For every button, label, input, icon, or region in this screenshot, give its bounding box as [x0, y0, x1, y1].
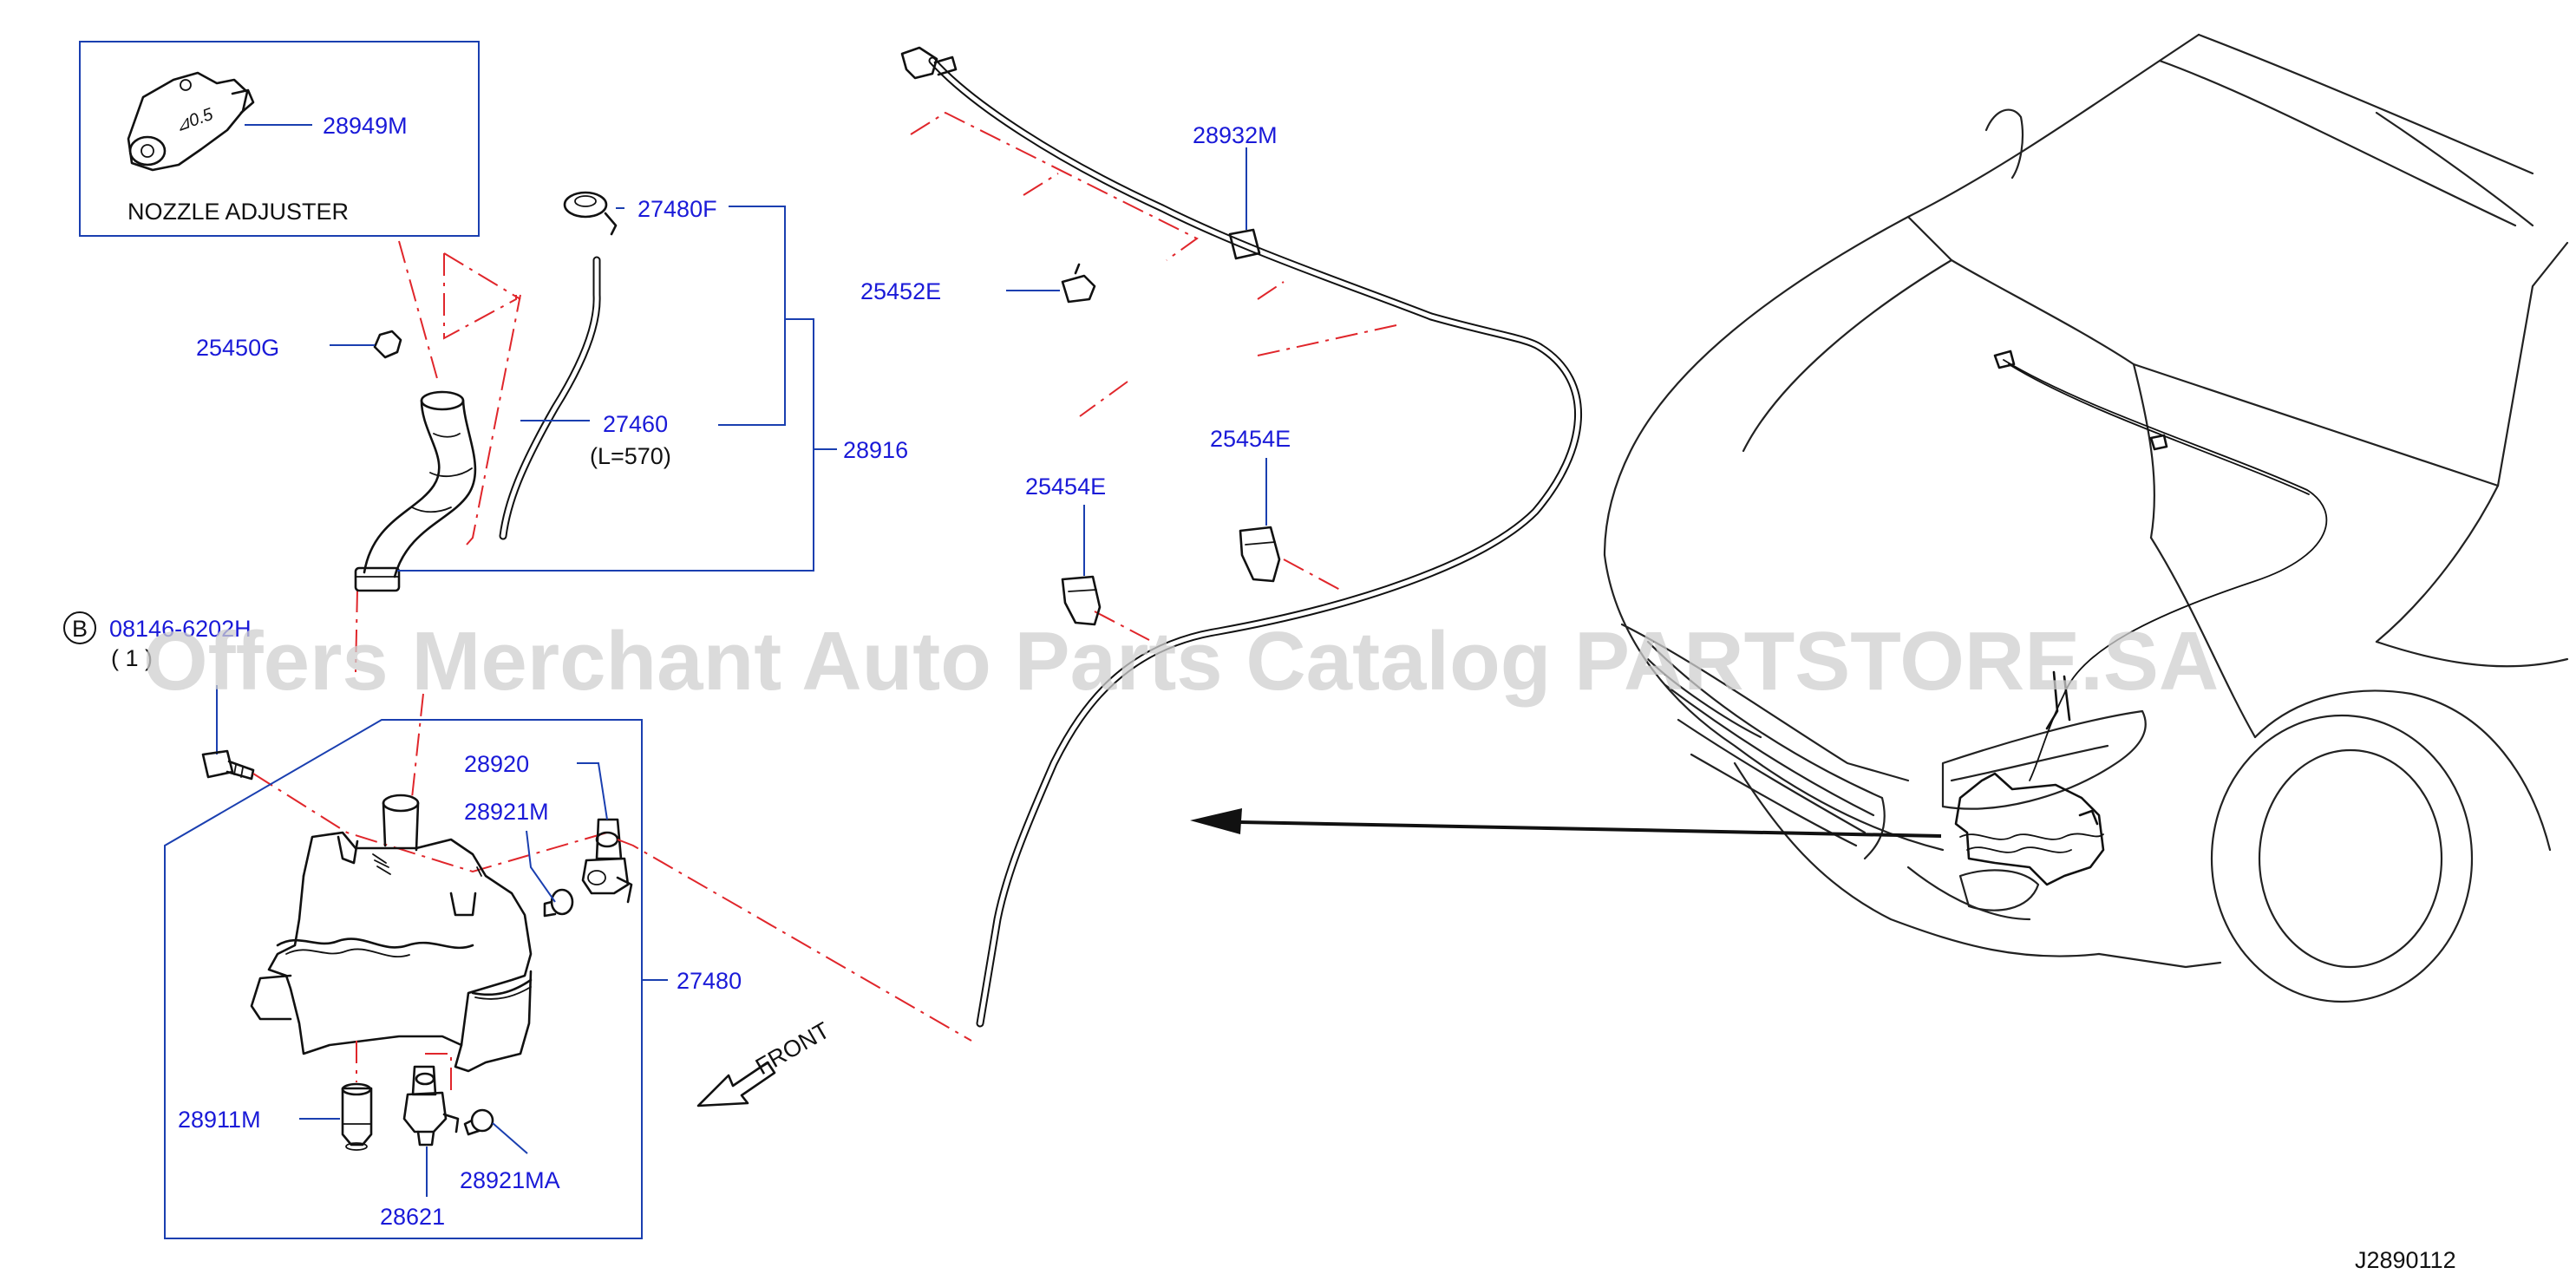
pump-28621-icon: [402, 1065, 460, 1147]
clip-25452E-icon: [1061, 263, 1096, 304]
cap-25450G-icon: [330, 330, 402, 359]
pump-28920-icon: [581, 818, 633, 904]
filler-neck-group: 25450G 27480F 27460: [196, 191, 908, 799]
svg-text:⊿0.5: ⊿0.5: [173, 104, 216, 135]
bolt-group: B 08146-6202H ( 1 ): [63, 611, 608, 873]
part-label-28911M: 28911M: [178, 1107, 261, 1133]
filler-neck-icon: [354, 390, 477, 592]
bolt-part-number: 08146-6202H: [109, 616, 252, 642]
bolt-circle-letter: B: [72, 616, 88, 642]
front-label: FRONT: [751, 1017, 834, 1080]
part-label-27480F: 27480F: [637, 196, 717, 222]
car-reservoir-icon: [1954, 670, 2105, 886]
part-label-25454E-left: 25454E: [1025, 474, 1106, 500]
reservoir-group: 27480 2892: [164, 719, 972, 1239]
nozzle-adjuster-inset: ⊿0.5 28949M NOZZLE ADJUSTER: [79, 41, 480, 237]
bolt-icon: [201, 749, 255, 781]
part-label-28621: 28621: [380, 1204, 445, 1230]
car-front-illustration-icon: [1603, 33, 2569, 1003]
part-label-28949M: 28949M: [323, 113, 408, 139]
filter-28911M-icon: [341, 1082, 373, 1151]
part-label-28921M: 28921M: [464, 799, 549, 825]
tube-length-note: (L=570): [590, 443, 671, 469]
tube-27460-icon: [499, 256, 601, 540]
part-label-27480: 27480: [677, 968, 742, 994]
front-arrow-icon: [696, 1061, 776, 1107]
clip-25454E-right-icon: [1239, 526, 1281, 583]
part-label-28932M: 28932M: [1193, 122, 1278, 148]
part-label-27460: 27460: [603, 411, 668, 437]
grommet-28921M-icon: [543, 888, 574, 918]
grommet-28921MA-icon: [463, 1108, 494, 1136]
diagram-code: J2890112: [2355, 1247, 2456, 1273]
part-label-28921MA: 28921MA: [460, 1167, 560, 1193]
part-label-25452E: 25452E: [860, 278, 941, 304]
bolt-b-circle-icon: [63, 611, 96, 644]
part-label-25454E-right: 25454E: [1210, 426, 1291, 452]
pointer-arrow-icon: [1190, 808, 1942, 838]
part-label-28920: 28920: [464, 751, 529, 777]
hose-joint-28932M-icon: [1228, 228, 1261, 260]
part-label-28916: 28916: [843, 437, 908, 463]
watermark: Offers Merchant Auto Parts Catalog PARTS…: [143, 615, 2219, 708]
clip-25454E-left-icon: [1061, 575, 1102, 626]
hose-end-nozzle-icon: [900, 46, 958, 80]
part-label-25450G: 25450G: [196, 335, 279, 361]
washer-hose-group: 28932M 25452E 25454E 25454E: [860, 46, 1582, 1028]
nozzle-adjuster-title: NOZZLE ADJUSTER: [127, 199, 349, 225]
cap-27480F-icon: [563, 191, 624, 236]
bolt-quantity: ( 1 ): [111, 645, 153, 671]
washer-tank-icon: [250, 794, 533, 1073]
nozzle-adjuster-tool-icon: ⊿0.5: [127, 71, 255, 172]
